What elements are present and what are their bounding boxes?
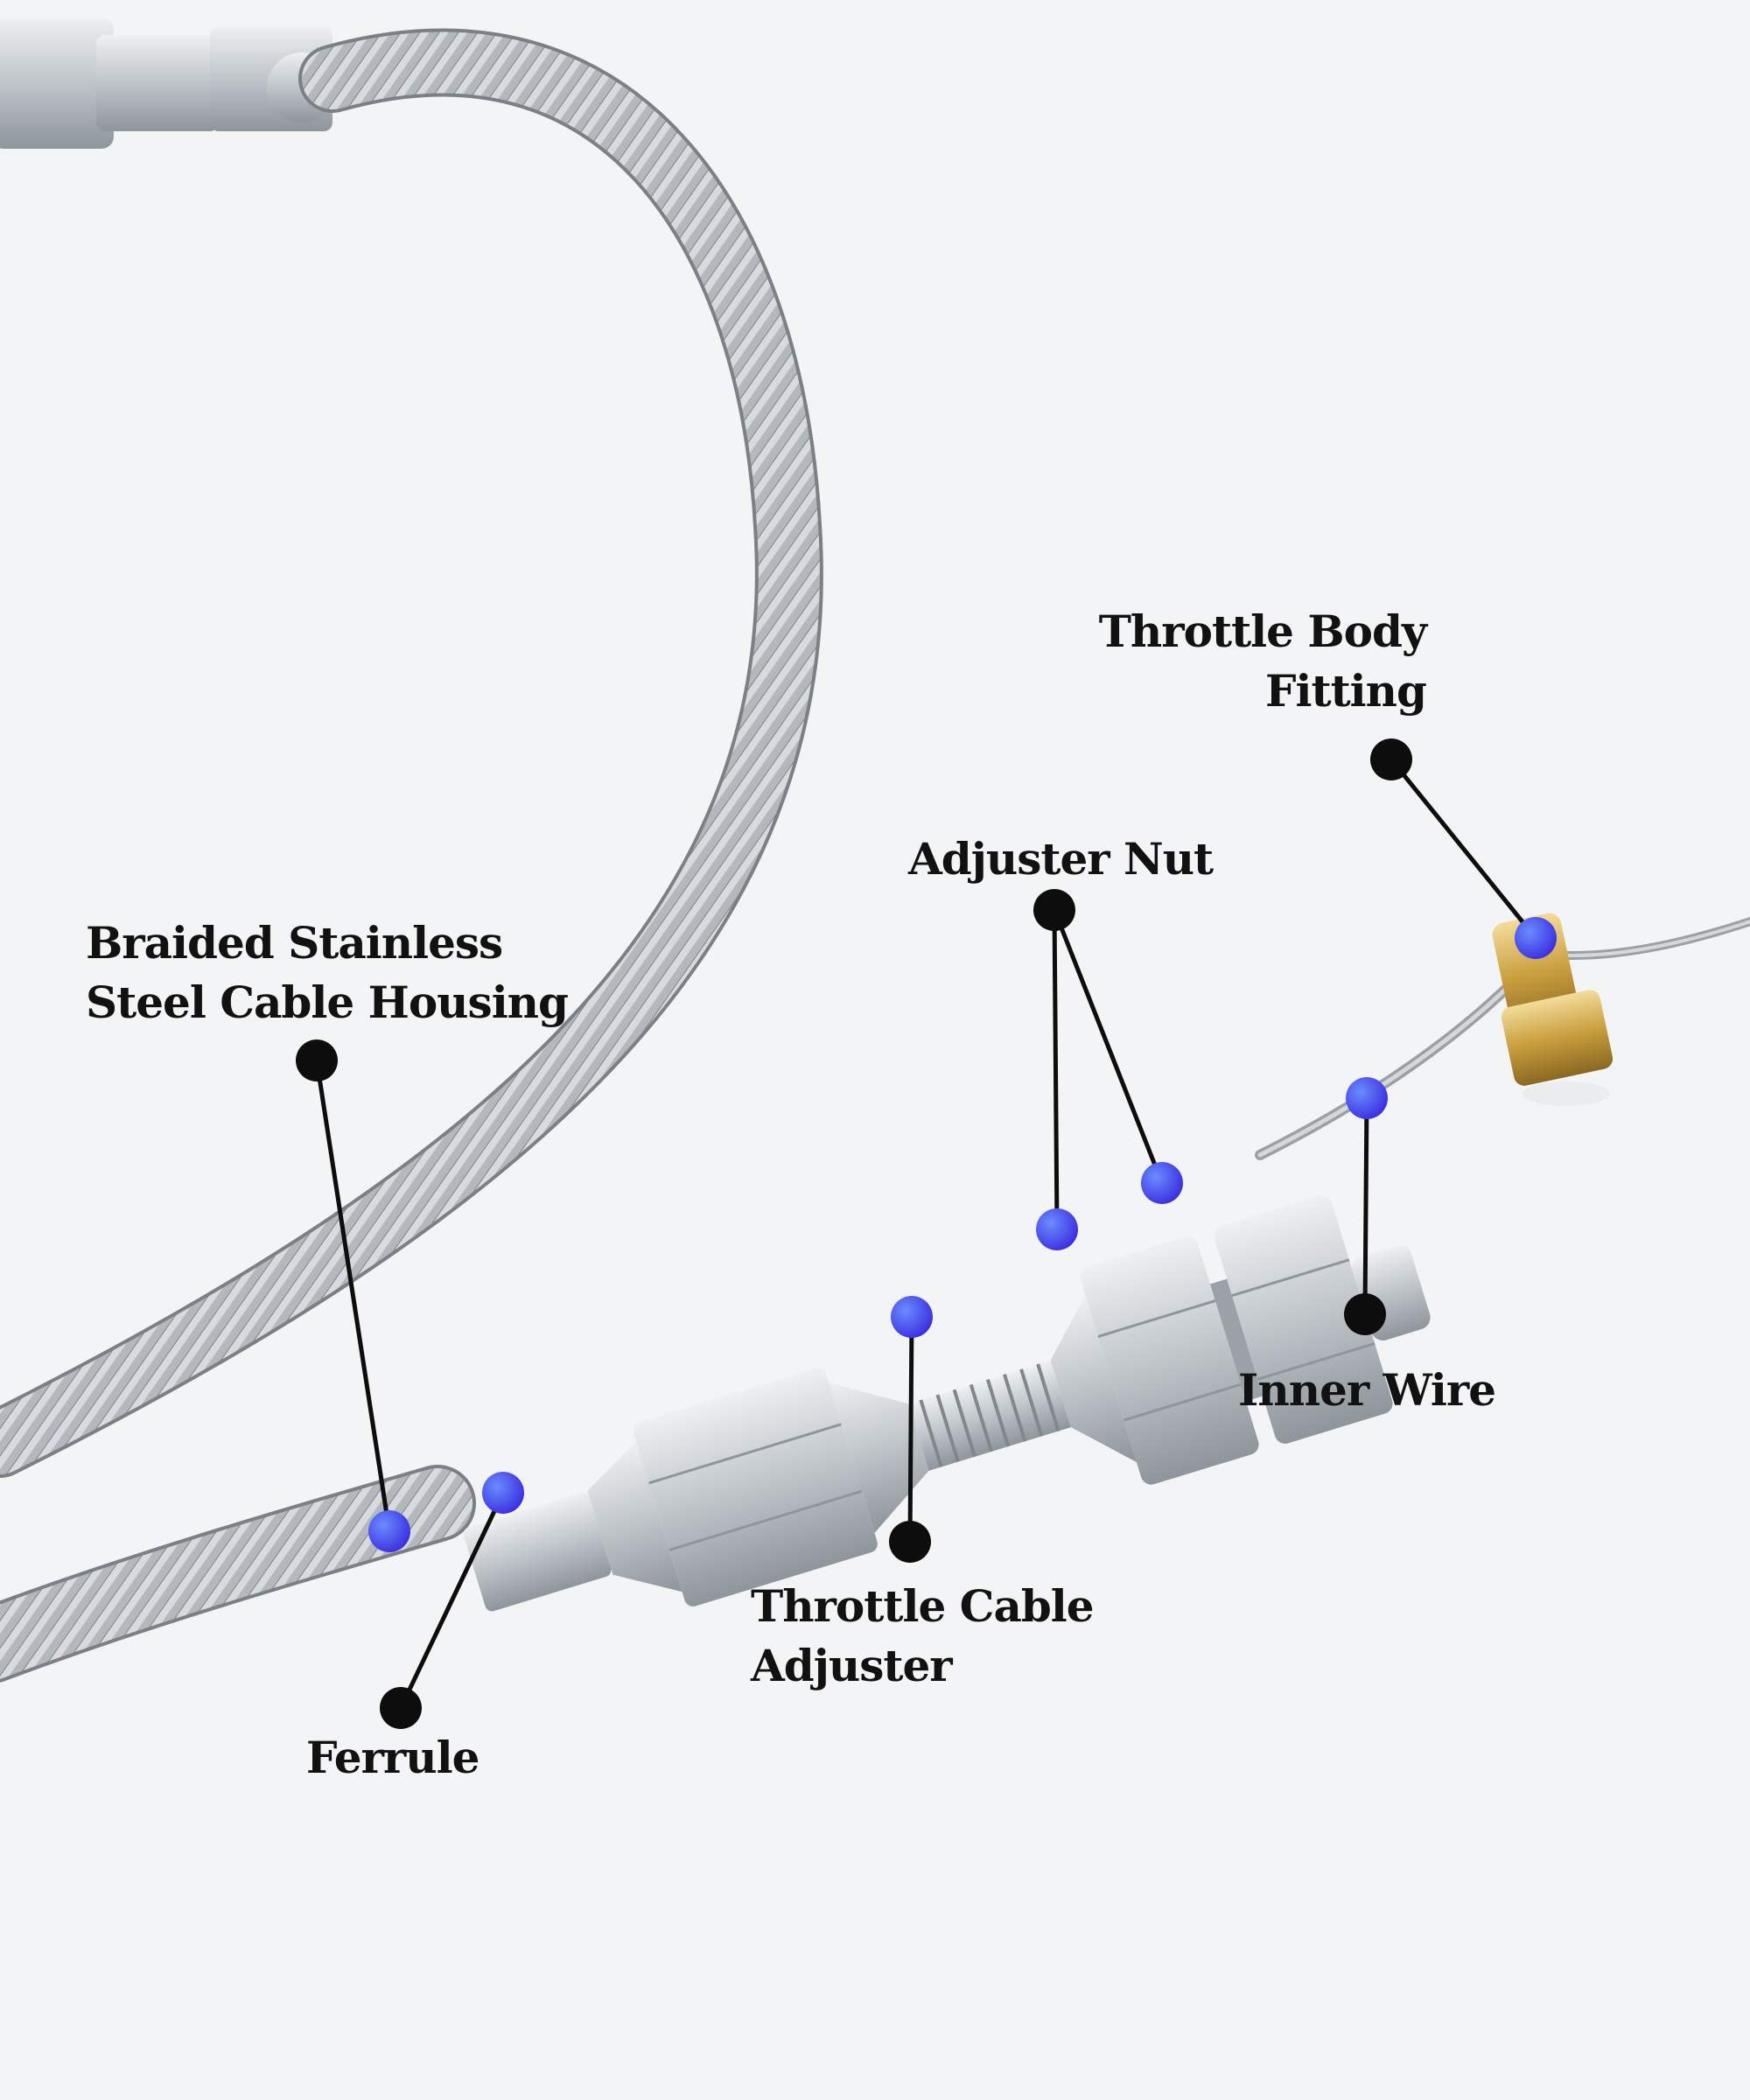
label-throttle-body-fitting: Throttle Body Fitting (1041, 602, 1427, 721)
anchor-dot-housing-icon (296, 1040, 338, 1082)
callout-dot-adjuster-icon[interactable] (891, 1296, 933, 1338)
label-housing-line2: Steel Cable Housing (86, 976, 569, 1028)
label-inner-wire-line1: Inner Wire (1238, 1364, 1496, 1416)
inner-wire (1255, 917, 1750, 1160)
throttle-body-fitting (1492, 913, 1614, 1106)
anchor-dot-wire-icon (1344, 1293, 1386, 1335)
callout-dot-fitting-icon[interactable] (1515, 917, 1557, 959)
label-inner-wire: Inner Wire (1238, 1361, 1496, 1420)
label-fitting-line1: Throttle Body (1098, 606, 1427, 657)
leader-lines (314, 758, 1537, 1710)
label-adjuster-nut-line1: Adjuster Nut (908, 833, 1214, 885)
braided-housing (0, 28, 823, 1683)
anchor-dot-ferrule-icon (380, 1687, 422, 1729)
label-ferrule-line1: Ferrule (306, 1732, 480, 1783)
adjuster-assembly (463, 1195, 1431, 1612)
callout-dot-nut-1-icon[interactable] (1036, 1208, 1078, 1250)
label-adjuster-line2: Adjuster (751, 1640, 953, 1691)
ferrule-part (463, 1492, 612, 1612)
label-adjuster-line1: Throttle Cable (751, 1580, 1095, 1632)
label-adjuster-nut: Adjuster Nut (908, 830, 1214, 889)
callout-dot-ferrule-icon[interactable] (482, 1472, 524, 1514)
anchor-dot-fitting-icon (1370, 738, 1412, 780)
label-ferrule: Ferrule (306, 1728, 480, 1788)
label-throttle-cable-adjuster: Throttle Cable Adjuster (751, 1577, 1095, 1696)
anchor-dot-adjuster-icon (889, 1521, 931, 1563)
top-connector (0, 18, 337, 149)
adjuster-nut-2 (1214, 1195, 1393, 1444)
label-braided-housing: Braided Stainless Steel Cable Housing (86, 914, 569, 1032)
callout-dot-wire-icon[interactable] (1346, 1077, 1388, 1119)
anchor-dot-nut-icon (1033, 889, 1075, 931)
callout-dot-nut-2-icon[interactable] (1141, 1162, 1183, 1204)
callout-dot-housing-icon[interactable] (368, 1510, 410, 1552)
label-housing-line1: Braided Stainless (86, 917, 503, 969)
adjuster-nut-1 (1080, 1236, 1259, 1485)
label-fitting-line2: Fitting (1265, 665, 1427, 717)
